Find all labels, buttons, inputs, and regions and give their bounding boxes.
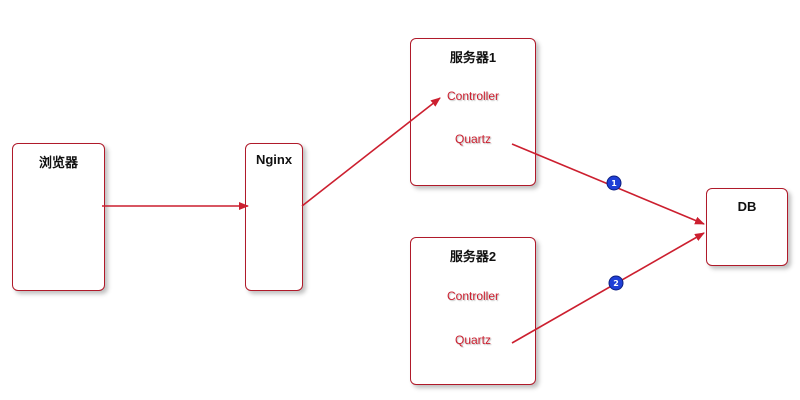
db-title: DB [737, 199, 757, 214]
step-badge-2-label: 2 [613, 279, 619, 288]
server2-title: 服务器2 [449, 249, 497, 264]
server2-controller-label: Controller [446, 289, 500, 303]
server1-quartz-label: Quartz [454, 132, 491, 146]
nginx-node: Nginx [245, 143, 303, 291]
server1-title: 服务器1 [449, 50, 497, 65]
arrow-server2-quartz-to-db [511, 232, 705, 344]
browser-title: 浏览器 [38, 155, 78, 170]
server2-quartz-label: Quartz [454, 333, 491, 347]
server1-node: 服务器1 Controller Quartz [410, 38, 536, 186]
server2-node: 服务器2 Controller Quartz [410, 237, 536, 385]
step-badge-1-label: 1 [611, 179, 617, 188]
browser-node: 浏览器 [12, 143, 105, 291]
arrow-server1-quartz-to-db [511, 143, 705, 225]
server1-controller-label: Controller [446, 89, 500, 103]
nginx-title: Nginx [255, 152, 293, 167]
db-node: DB [706, 188, 788, 266]
step-badge-1: 1 [606, 175, 622, 191]
step-badge-2: 2 [608, 275, 624, 291]
